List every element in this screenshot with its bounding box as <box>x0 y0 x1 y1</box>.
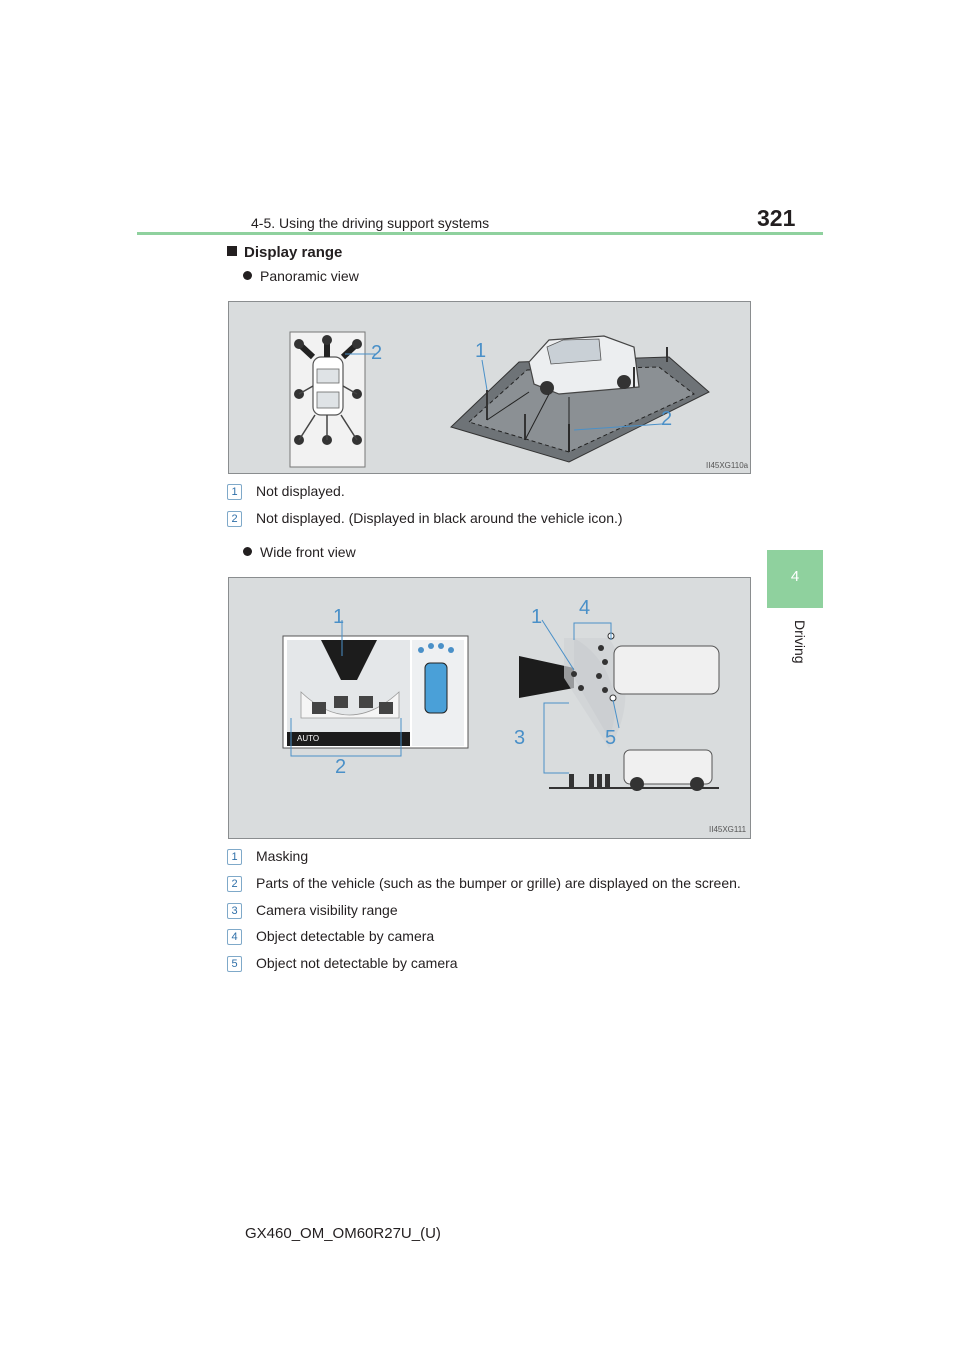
panoramic-callout-2a: 2 <box>371 342 383 364</box>
panoramic-view-figure: 2 1 2 II45XG110a <box>228 301 751 474</box>
item-text: Object detectable by camera <box>256 928 435 944</box>
item-number-badge: 1 <box>227 484 242 500</box>
panoramic-figure-code: II45XG110a <box>706 461 749 470</box>
bullet-dot-icon <box>243 271 252 280</box>
wide-callout-3: 3 <box>514 727 526 749</box>
item-number-badge: 3 <box>227 903 242 919</box>
panoramic-callout-1: 1 <box>475 340 487 362</box>
item-number-badge: 4 <box>227 929 242 945</box>
wide-front-view-illustration <box>282 619 720 791</box>
item-text: Parts of the vehicle (such as the bumper… <box>256 875 741 891</box>
section-title: 4-5. Using the driving support systems <box>251 215 490 231</box>
item-text: Masking <box>256 848 309 864</box>
wide-item-2: 2 Parts of the vehicle (such as the bumpe… <box>227 875 741 895</box>
wide-callout-4: 4 <box>579 597 591 619</box>
heading-text: Display range <box>244 244 343 261</box>
panoramic-callout-2b: 2 <box>661 408 673 430</box>
header-rule <box>137 232 823 235</box>
item-text: Object not detectable by camera <box>256 955 458 971</box>
wide-item-1: 1 Masking <box>227 848 308 868</box>
item-number-badge: 2 <box>227 876 242 892</box>
wide-item-4: 4 Object detectable by camera <box>227 928 434 948</box>
panoramic-view-bullet: Panoramic view <box>243 268 359 284</box>
item-number-badge: 2 <box>227 511 242 527</box>
wide-item-3: 3 Camera visibility range <box>227 902 398 922</box>
wide-front-view-label: Wide front view <box>260 544 356 560</box>
item-text: Not displayed. <box>256 483 345 499</box>
panoramic-view-illustration <box>289 331 710 468</box>
wide-front-view-figure: 1 2 1 4 3 5 AUTO II45XG111 <box>228 577 751 839</box>
bullet-dot-icon <box>243 547 252 556</box>
document-code-footer: GX460_OM_OM60R27U_(U) <box>245 1225 441 1242</box>
square-bullet-icon <box>227 246 237 256</box>
panoramic-item-1: 1 Not displayed. <box>227 483 345 503</box>
chapter-tab <box>767 550 823 608</box>
display-range-heading: Display range <box>227 244 342 261</box>
chapter-tab-label-text: Driving <box>792 620 808 664</box>
wide-figure-code: II45XG111 <box>709 825 747 834</box>
item-text: Not displayed. (Displayed in black aroun… <box>256 510 623 526</box>
panoramic-view-label: Panoramic view <box>260 268 359 284</box>
panoramic-item-2: 2 Not displayed. (Displayed in black arou… <box>227 510 623 530</box>
chapter-tab-number: 4 <box>790 568 800 585</box>
screen-auto-label: AUTO <box>297 734 320 743</box>
page-number: 321 <box>757 205 796 231</box>
wide-callout-1b: 1 <box>531 606 543 628</box>
wide-callout-1a: 1 <box>333 606 345 628</box>
chapter-tab-label: Driving <box>790 620 810 680</box>
wide-front-view-bullet: Wide front view <box>243 544 356 560</box>
wide-callout-5: 5 <box>605 727 617 749</box>
wide-item-5: 5 Object not detectable by camera <box>227 955 458 975</box>
item-number-badge: 1 <box>227 849 242 865</box>
wide-callout-2: 2 <box>335 756 347 778</box>
item-text: Camera visibility range <box>256 902 398 918</box>
item-number-badge: 5 <box>227 956 242 972</box>
